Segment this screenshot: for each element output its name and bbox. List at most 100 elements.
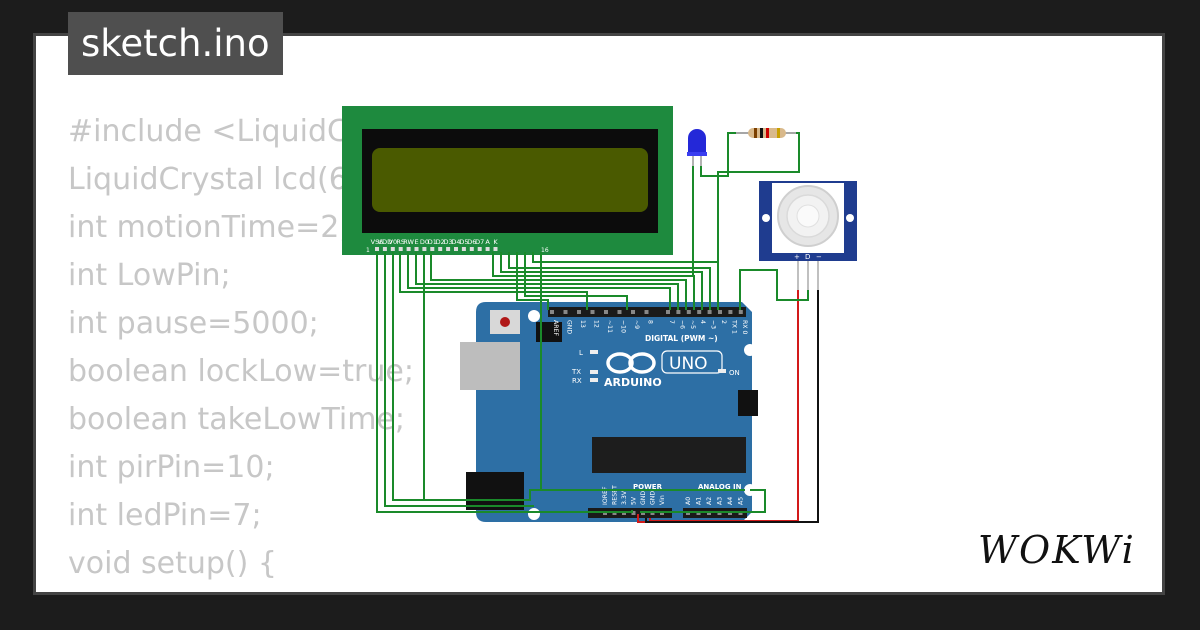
digital-pin[interactable] [676,310,681,314]
code-line: int motionTime=2; [68,210,350,245]
lcd-pin-label: V0 [389,238,398,246]
pir-pin-d-label: D [805,253,810,261]
lcd-pin[interactable] [454,247,458,251]
icsp-header [536,322,562,342]
digital-pin[interactable] [577,310,581,314]
lcd-pin[interactable] [477,247,482,251]
digital-pin[interactable] [686,310,691,314]
led-tx-label: TX [571,368,581,376]
pir-sensor[interactable]: + D − [759,181,857,290]
analog-pin-label: A4 [727,497,734,505]
digital-pin-label: ~3 [710,320,717,329]
pir-pin-vcc-label: + [794,253,800,261]
digital-pin-label: 2 [720,320,727,324]
blue-led[interactable] [687,129,707,166]
lcd-pin[interactable] [430,247,435,251]
usb-connector [460,342,520,390]
file-title: sketch.ino [68,12,283,75]
lcd-pin[interactable] [390,247,395,251]
arduino-logo [606,352,656,374]
lcd-pin-label: D0 [420,238,429,246]
lcd-pin-1-label: 1 [366,247,370,254]
lcd-pin-label: D6 [467,238,476,246]
digital-pin[interactable] [697,310,702,314]
digital-pin[interactable] [728,310,733,314]
lcd-pin[interactable] [375,247,379,251]
digital-pin[interactable] [738,310,743,314]
lcd-pin[interactable] [461,247,466,251]
digital-pin[interactable] [563,310,568,314]
lcd-pin[interactable] [446,247,451,251]
code-line: #include <LiquidCr [68,114,361,149]
code-line: int pause=5000; [68,306,319,341]
analog-pin-label: A1 [696,497,703,505]
lcd-pin[interactable] [469,247,474,251]
lcd-pin-label: E [414,238,418,246]
analog-pin-label: A5 [738,497,745,505]
digital-pin-label: 12 [593,320,600,328]
digital-pin[interactable] [666,310,670,314]
digital-pin[interactable] [707,310,712,314]
code-line: int ledPin=7; [68,498,262,533]
lcd-pin-label: RW [403,238,414,246]
lcd-pin-label: D1 [428,238,437,246]
digital-pin-label: ~6 [678,320,685,329]
led-rx-label: RX [572,377,582,385]
analog-header-label: ANALOG IN [698,483,742,491]
pir-pin-gnd-label: − [816,253,822,261]
digital-pin-label: 13 [579,320,586,328]
lcd-pin-label: VSS [371,238,384,246]
code-line: int LowPin; [68,258,231,293]
wires [376,132,819,523]
wokwi-logo: WOKWi [978,528,1136,572]
lcd-pin[interactable] [382,247,387,251]
digital-pin[interactable] [550,310,554,314]
lcd-pin[interactable] [422,247,427,251]
digital-header-label: DIGITAL (PWM ~) [645,334,718,343]
digital-pin-label: RX 0 [741,320,748,335]
lcd-pin[interactable] [398,247,403,251]
digital-pin-label: AREF [552,320,559,336]
power-pin-label: GND [640,491,647,505]
digital-pin[interactable] [718,310,722,314]
lcd-pin[interactable] [414,247,419,251]
lcd-pin[interactable] [406,247,411,251]
lcd-pin[interactable] [493,247,498,251]
lcd-pin-label: A [485,238,490,246]
digital-pin[interactable] [644,310,649,314]
digital-pin-label: ~10 [620,320,627,333]
on-led-label: ON [729,369,740,377]
power-pin[interactable] [631,511,636,515]
digital-pin[interactable] [631,310,635,314]
arduino-model-text: UNO [669,354,708,374]
resistor[interactable] [736,128,796,138]
power-header-label: POWER [633,483,663,491]
digital-pin-label: ~9 [633,320,640,329]
digital-pin[interactable] [604,310,608,314]
digital-pin-label: 7 [668,320,675,324]
code-line: int pirPin=10; [68,450,275,485]
power-pin-label: 3.3V [621,490,628,505]
code-preview: #include <LiquidCr LiquidCrystal lcd(6 i… [68,108,414,588]
power-pin-label: Vin [659,495,666,505]
analog-pin-label: A3 [717,497,724,505]
lcd-pin-label: RS [396,238,405,246]
code-line: void setup() { [68,546,277,581]
digital-pin-label: TX 1 [730,319,737,334]
digital-pin[interactable] [617,310,622,314]
digital-pin-label: 8 [647,320,654,324]
atmega-chip [592,437,746,473]
lcd-pin-label: D4 [451,238,460,246]
digital-pin-label: GND [566,320,573,334]
lcd-pin-label: D3 [444,238,453,246]
digital-pin[interactable] [590,310,595,314]
code-line: LiquidCrystal lcd(6 [68,162,348,197]
lcd-pin[interactable] [438,247,443,251]
lcd-pin-label: D2 [436,238,445,246]
lcd-pin[interactable] [485,247,490,251]
digital-pin-label: 4 [699,320,706,324]
digital-pin-label: ~5 [689,320,696,329]
